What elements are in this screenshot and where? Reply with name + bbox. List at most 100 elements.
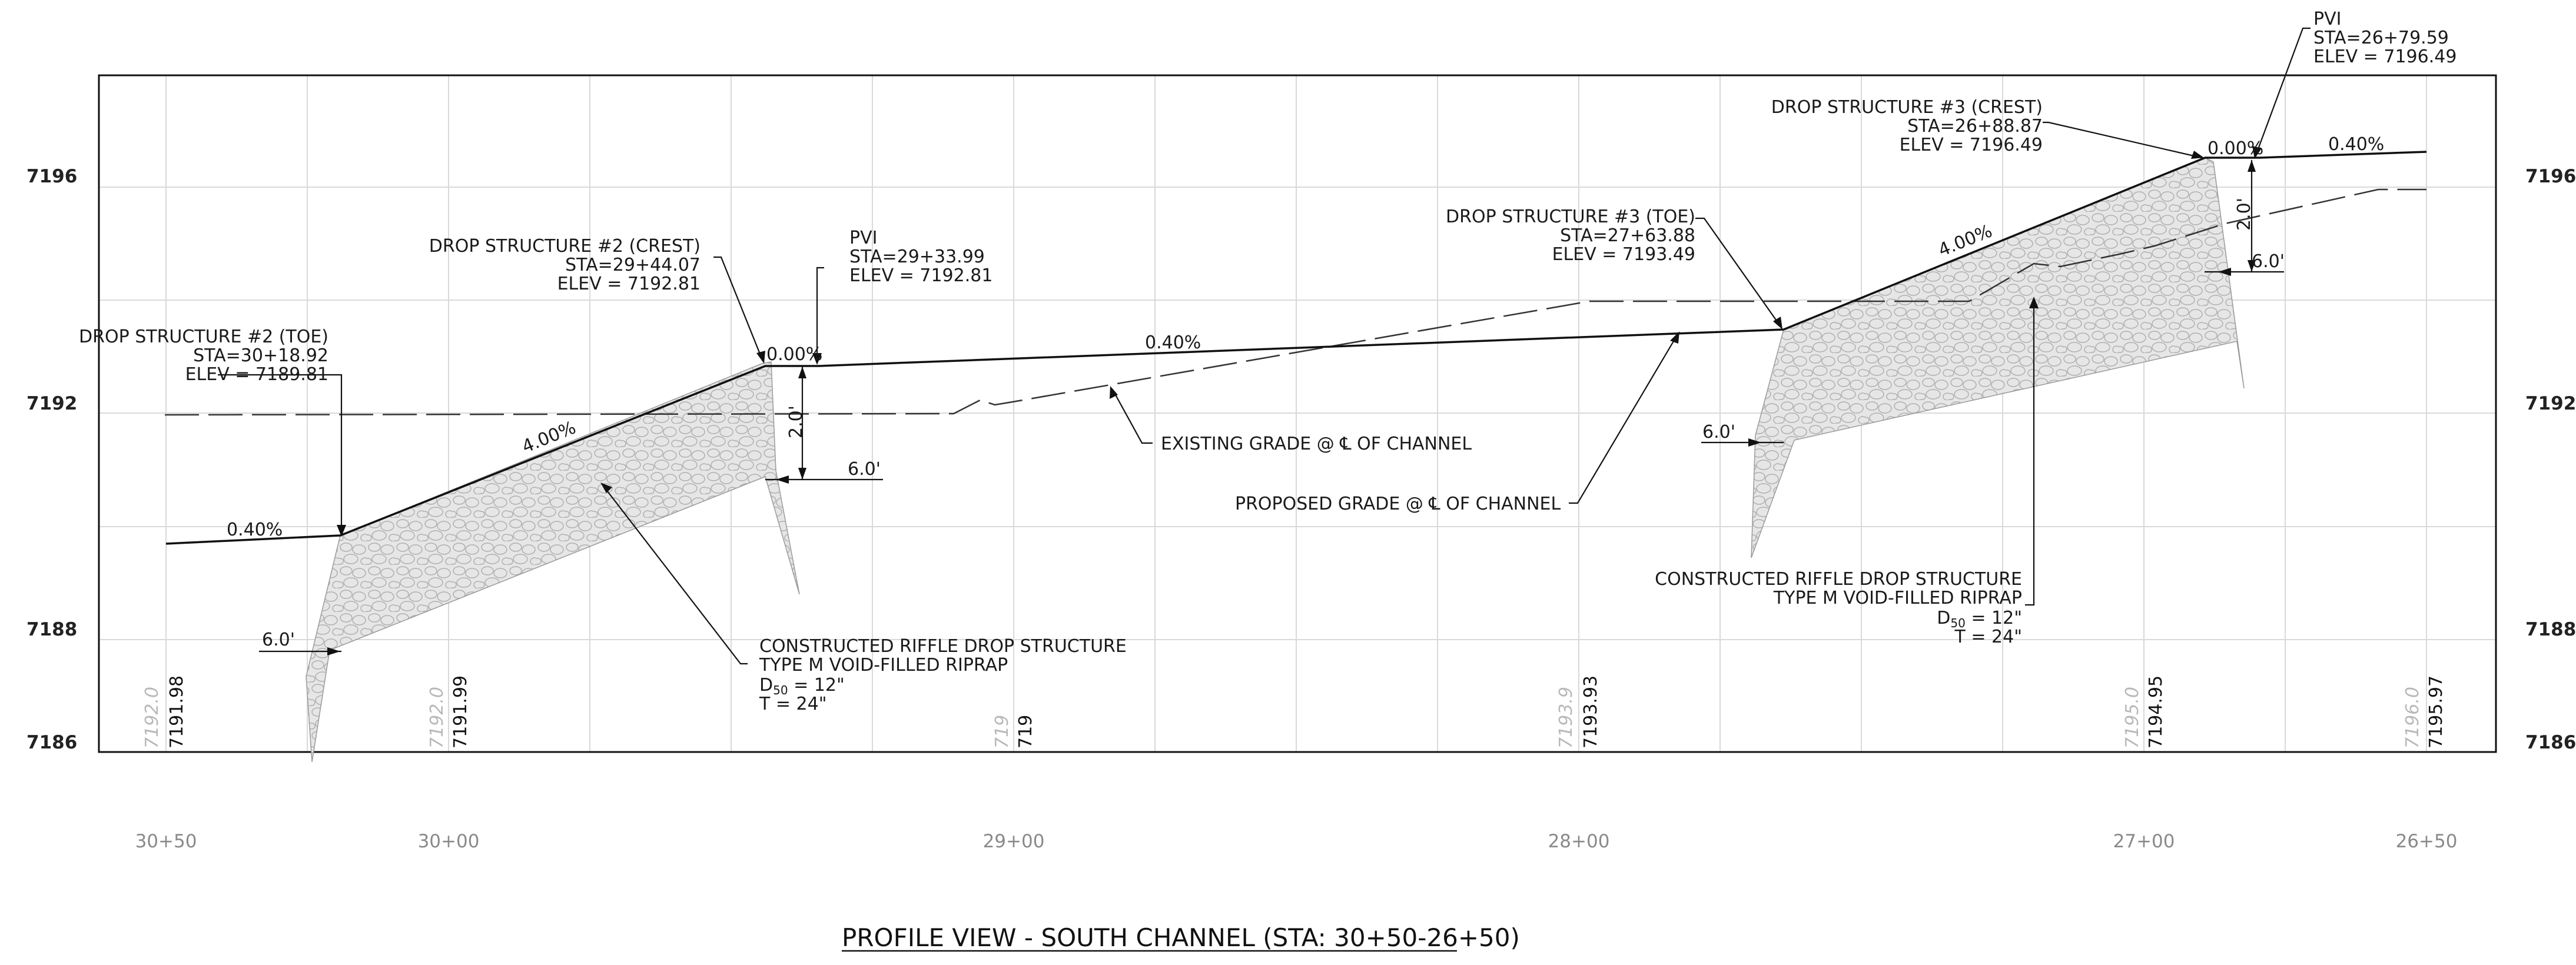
grid-elevation-values: 7192.0 7191.98 7192.0 7191.99 719 719 71… — [142, 676, 2446, 748]
leader-pvi2 — [2255, 27, 2311, 156]
elevation-labels-left: 7196 7192 7188 7186 — [26, 166, 77, 753]
elev-right-7196: 7196 — [2525, 166, 2576, 187]
callout-proposed-grade: PROPOSED GRADE @ ℄ OF CHANNEL — [1235, 494, 1561, 514]
arrow-dim-6ft-right-lower — [1748, 438, 1761, 447]
arrow-pvi2 — [2252, 146, 2262, 159]
callout-pvi2-line3: ELEV = 7196.49 — [2313, 46, 2457, 67]
station-3000: 30+00 — [418, 831, 480, 852]
proposed-grade-line — [165, 151, 2427, 545]
profile-frame — [98, 74, 2497, 753]
grid-proposed-4: 7194.95 — [2146, 676, 2166, 748]
arrow-proposed — [1670, 331, 1679, 344]
elev-left-7196: 7196 — [26, 166, 77, 187]
callout-ds3-toe-line1: DROP STRUCTURE #3 (TOE) — [1446, 207, 1695, 227]
grid-existing-5: 7196.0 — [2402, 687, 2423, 748]
dim-6ft-right-label: 6.0' — [2252, 251, 2285, 272]
callout-ds2-toe-line3: ELEV = 7189.81 — [185, 364, 328, 385]
callout-riffle1-line2: TYPE M VOID-FILLED RIPRAP — [759, 655, 1008, 676]
grid-existing-2: 719 — [992, 715, 1013, 748]
elev-right-7188: 7188 — [2525, 619, 2576, 640]
grid-existing-4: 7195.0 — [2122, 687, 2143, 748]
arrow-dim-2ft-right-bot — [2248, 260, 2256, 272]
arrow-ds2-toe — [337, 525, 346, 537]
arrowheads — [327, 146, 2262, 655]
arrow-dim-2ft-left-bot — [798, 468, 806, 480]
arrow-ds3-crest — [2191, 151, 2204, 159]
callout-ds2-toe: DROP STRUCTURE #2 (TOE) STA=30+18.92 ELE… — [79, 327, 328, 385]
callout-ds3-crest-line2: STA=26+88.87 — [1907, 116, 2043, 137]
callout-ds3-crest: DROP STRUCTURE #3 (CREST) STA=26+88.87 E… — [1771, 97, 2043, 155]
station-2700: 27+00 — [2113, 831, 2175, 852]
elev-right-7186: 7186 — [2525, 732, 2576, 753]
callout-ds2-crest-line1: DROP STRUCTURE #2 (CREST) — [429, 236, 701, 257]
callout-riffle2-line1: CONSTRUCTED RIFFLE DROP STRUCTURE — [1655, 569, 2022, 590]
elev-left-7192: 7192 — [26, 393, 77, 414]
slope-label-4: 0.40% — [1145, 332, 1201, 353]
elev-right-7192: 7192 — [2525, 393, 2576, 414]
leader-riffle1 — [603, 485, 748, 665]
arrow-ds2-crest — [756, 351, 765, 364]
arrow-dim-6ft-bottom — [327, 647, 340, 655]
arrow-dim-6ft-left — [776, 475, 789, 484]
station-labels: 30+50 30+00 29+00 28+00 27+00 26+50 — [135, 831, 2458, 852]
slope-label-3: 0.00% — [766, 344, 822, 365]
callout-ds3-toe-line3: ELEV = 7193.49 — [1552, 244, 1695, 265]
leader-proposed — [1569, 334, 1678, 504]
callout-riffle2-line4: T = 24" — [1954, 627, 2022, 647]
callout-ds3-crest-line3: ELEV = 7196.49 — [1900, 135, 2043, 155]
elevation-labels-right: 7196 7192 7188 7186 — [2525, 166, 2576, 753]
slope-label-6: 0.00% — [2207, 138, 2263, 159]
callout-riffle-2: CONSTRUCTED RIFFLE DROP STRUCTURE TYPE M… — [1655, 569, 2022, 647]
station-2800: 28+00 — [1548, 831, 1610, 852]
callout-ds2-toe-line2: STA=30+18.92 — [193, 345, 328, 366]
leader-ds2-toe — [218, 374, 343, 533]
arrow-ds3-toe — [1773, 317, 1782, 330]
riprap-drop-structure-3 — [1751, 157, 2245, 558]
riprap-drop-structure-2 — [306, 361, 800, 763]
elev-left-7186: 7186 — [26, 732, 77, 753]
leader-riffle2 — [2025, 300, 2035, 606]
callout-ds3-toe-line2: STA=27+63.88 — [1560, 225, 1695, 246]
arrow-pvi1 — [812, 353, 822, 365]
callout-ds2-toe-line1: DROP STRUCTURE #2 (TOE) — [79, 327, 328, 347]
arrow-dim-6ft-right — [2218, 268, 2231, 276]
existing-grade-line — [164, 188, 2426, 416]
grid-proposed-5: 7195.97 — [2426, 676, 2446, 748]
callout-riffle1-line3: D50 = 12" — [759, 675, 845, 697]
callout-ds3-toe: DROP STRUCTURE #3 (TOE) STA=27+63.88 ELE… — [1446, 207, 1695, 265]
leader-pvi1 — [816, 267, 824, 361]
station-2900: 29+00 — [983, 831, 1045, 852]
grid-existing-3: 7193.9 — [1556, 687, 1576, 748]
callout-pvi1-line1: PVI — [849, 228, 877, 248]
callout-pvi2-line1: PVI — [2313, 9, 2341, 29]
slope-label-1: 0.40% — [227, 520, 283, 540]
leader-ds3-crest — [2043, 121, 2202, 159]
slope-label-7: 0.40% — [2328, 134, 2384, 155]
grid-proposed-0: 7191.98 — [167, 676, 187, 748]
grid-existing-1: 7192.0 — [427, 687, 447, 748]
callout-riffle1-line1: CONSTRUCTED RIFFLE DROP STRUCTURE — [759, 636, 1127, 657]
dim-6ft-right-lower-label: 6.0' — [1702, 422, 1735, 442]
dim-2ft-right-label: 2.0' — [2234, 198, 2255, 231]
riprap-structures — [306, 157, 2245, 763]
callout-pvi2-line2: STA=26+79.59 — [2313, 28, 2449, 48]
callout-riffle-1: CONSTRUCTED RIFFLE DROP STRUCTURE TYPE M… — [759, 636, 1127, 714]
callout-existing-grade: EXISTING GRADE @ ℄ OF CHANNEL — [1161, 434, 1472, 454]
callout-ds2-crest-line3: ELEV = 7192.81 — [557, 274, 701, 294]
arrow-riffle1 — [600, 482, 612, 493]
leader-ds3-toe — [1695, 217, 1781, 327]
grid-proposed-3: 7193.93 — [1581, 676, 1601, 748]
callout-pvi-1: PVI STA=29+33.99 ELEV = 7192.81 — [849, 228, 992, 286]
callout-riffle2-line2: TYPE M VOID-FILLED RIPRAP — [1773, 588, 2022, 608]
grid-proposed-1: 7191.99 — [450, 676, 471, 748]
grid-existing-0: 7192.0 — [142, 687, 162, 748]
dim-2ft-left-label: 2.0' — [786, 405, 806, 438]
callout-ds2-crest-line2: STA=29+44.07 — [565, 255, 701, 275]
callout-ds3-crest-line1: DROP STRUCTURE #3 (CREST) — [1771, 97, 2043, 118]
callout-riffle2-line3: D50 = 12" — [1937, 608, 2022, 630]
callout-ds2-crest: DROP STRUCTURE #2 (CREST) STA=29+44.07 E… — [429, 236, 701, 294]
station-2650: 26+50 — [2396, 831, 2458, 852]
callout-pvi1-line2: STA=29+33.99 — [849, 247, 985, 267]
station-3050: 30+50 — [135, 831, 197, 852]
